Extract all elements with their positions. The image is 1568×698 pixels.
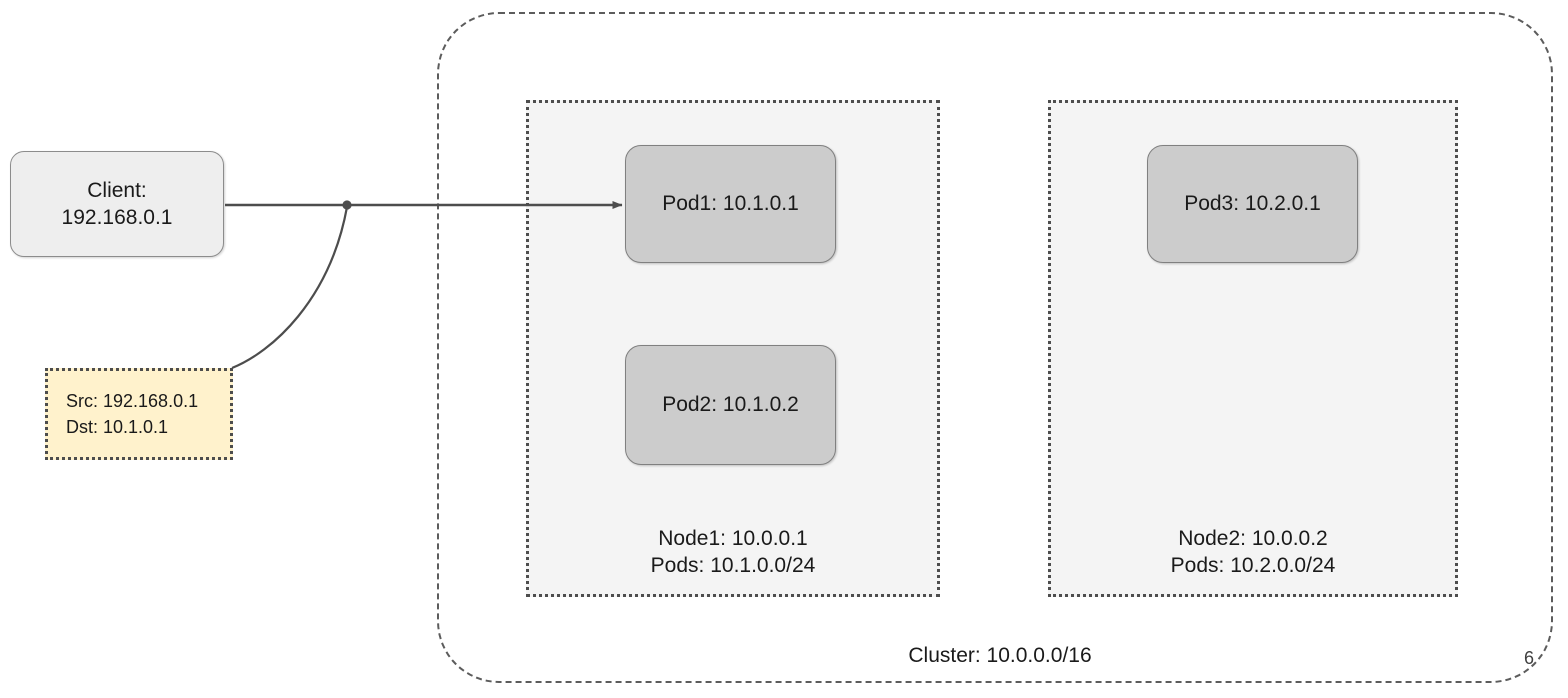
node-label-node1: Node1: 10.0.0.1 Pods: 10.1.0.0/24	[650, 526, 816, 578]
edge-note-to-flow	[231, 206, 349, 370]
page-number: 6	[1524, 648, 1535, 668]
cluster-boundary	[437, 12, 1553, 683]
packet-annotation: Src: 192.168.0.1 Dst: 10.1.0.1	[45, 368, 233, 460]
pod-box-pod1: Pod1: 10.1.0.1	[625, 145, 836, 263]
pod-box-pod3: Pod3: 10.2.0.1	[1147, 145, 1358, 263]
flow-junction-dot	[342, 200, 352, 210]
cluster-label: Cluster: 10.0.0.0/16	[908, 644, 1092, 667]
node-label-node2: Node2: 10.0.0.2 Pods: 10.2.0.0/24	[1170, 526, 1336, 578]
pod-box-pod2: Pod2: 10.1.0.2	[625, 345, 836, 465]
packet-dst-line: Dst: 10.1.0.1	[66, 417, 169, 437]
packet-src-line: Src: 192.168.0.1	[66, 390, 199, 411]
client-box: Client: 192.168.0.1	[10, 151, 224, 257]
client-label: Client: 192.168.0.1	[61, 178, 173, 229]
